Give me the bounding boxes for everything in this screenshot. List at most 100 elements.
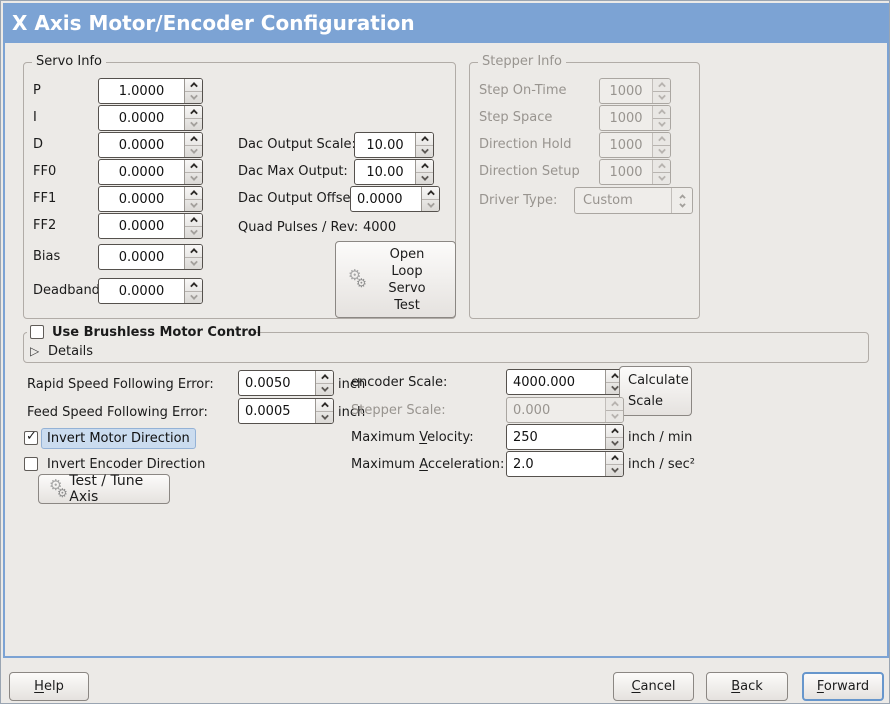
p-label: P — [33, 83, 41, 98]
rapid-following-error-value[interactable]: 0.0050 — [245, 375, 291, 391]
invert-encoder-direction-checkbox[interactable] — [24, 457, 38, 471]
forward-button[interactable]: Forward — [802, 672, 884, 701]
feed-following-error-spinbox[interactable]: 0.0005 — [238, 398, 334, 424]
spin-down-icon[interactable] — [185, 171, 202, 185]
dac-output-offset-spinbox[interactable]: 0.0000 — [350, 186, 440, 212]
spin-up-icon[interactable] — [422, 187, 439, 199]
invert-encoder-direction-label[interactable]: Invert Encoder Direction — [47, 457, 206, 472]
rapid-following-error-label: Rapid Speed Following Error: — [27, 377, 214, 392]
spin-down-icon[interactable] — [416, 171, 433, 185]
spin-down-icon[interactable] — [416, 144, 433, 158]
dac-scale-spin-buttons — [415, 133, 433, 157]
spin-down-icon[interactable] — [316, 410, 333, 424]
p-value[interactable]: 1.0000 — [118, 83, 165, 99]
ff1-value[interactable]: 0.0000 — [118, 191, 165, 207]
ff2-value[interactable]: 0.0000 — [118, 218, 165, 234]
calculate-scale-button[interactable]: Calculate Scale — [619, 366, 692, 416]
invert-motor-direction-checkbox[interactable] — [24, 429, 38, 445]
test-tune-axis-button[interactable]: ⚙⚙ Test / Tune Axis — [38, 473, 170, 505]
d-spinbox[interactable]: 0.0000 — [98, 132, 203, 158]
dac-output-offset-value[interactable]: 0.0000 — [357, 191, 403, 207]
spin-up-icon[interactable] — [185, 79, 202, 91]
use-brushless-checkbox[interactable] — [30, 325, 44, 339]
ff0-label: FF0 — [33, 164, 57, 179]
spin-down-icon[interactable] — [185, 290, 202, 304]
dac-output-scale-spinbox[interactable]: 10.00 — [354, 132, 434, 158]
spin-down-icon[interactable] — [606, 381, 623, 395]
d-value[interactable]: 0.0000 — [118, 137, 165, 153]
open-loop-button-label: Open Loop Servo Test — [388, 246, 426, 313]
spin-up-icon[interactable] — [185, 106, 202, 118]
spin-up-icon[interactable] — [185, 245, 202, 257]
maximum-velocity-spinbox[interactable]: 250 — [506, 424, 624, 450]
dac-max-output-spinbox[interactable]: 10.00 — [354, 159, 434, 185]
details-expander-label[interactable]: Details — [48, 344, 94, 359]
test-tune-axis-button-label: Test / Tune Axis — [69, 473, 144, 505]
spin-down-icon[interactable] — [185, 225, 202, 239]
spin-up-icon[interactable] — [185, 214, 202, 226]
dac-output-scale-value[interactable]: 10.00 — [366, 137, 404, 153]
ff0-value[interactable]: 0.0000 — [118, 164, 165, 180]
spin-up-icon[interactable] — [185, 279, 202, 291]
content-area — [3, 43, 889, 658]
dac-max-spin-buttons — [415, 160, 433, 184]
maximum-velocity-value[interactable]: 250 — [513, 429, 538, 445]
details-expander-icon[interactable]: ▷ — [30, 344, 40, 358]
i-spinbox[interactable]: 0.0000 — [98, 105, 203, 131]
spin-down-icon[interactable] — [185, 144, 202, 158]
spin-up-icon[interactable] — [606, 452, 623, 464]
spin-up-icon[interactable] — [416, 160, 433, 172]
spin-up-icon[interactable] — [316, 371, 333, 383]
maximum-acceleration-value[interactable]: 2.0 — [513, 456, 534, 472]
bias-value[interactable]: 0.0000 — [118, 249, 165, 265]
ff1-spinbox[interactable]: 0.0000 — [98, 186, 203, 212]
dac-max-output-label: Dac Max Output: — [238, 164, 348, 179]
d-spin-buttons — [184, 133, 202, 157]
feed-following-error-value[interactable]: 0.0005 — [245, 403, 291, 419]
rapid-following-error-spinbox[interactable]: 0.0050 — [238, 370, 334, 396]
spin-up-icon[interactable] — [185, 133, 202, 145]
invert-motor-direction-label[interactable]: Invert Motor Direction — [41, 428, 196, 449]
feed-following-error-unit: inch — [338, 405, 366, 420]
back-button[interactable]: Back — [706, 672, 788, 701]
deadband-value[interactable]: 0.0000 — [118, 283, 165, 299]
maximum-acceleration-spinbox[interactable]: 2.0 — [506, 451, 624, 477]
direction-setup-spinbox: 1000 — [599, 159, 671, 185]
spin-down-icon[interactable] — [422, 198, 439, 212]
ff2-spinbox[interactable]: 0.0000 — [98, 213, 203, 239]
help-button[interactable]: Help — [9, 672, 89, 701]
spin-buttons — [315, 371, 333, 395]
spin-down-icon — [606, 409, 623, 423]
encoder-scale-value[interactable]: 4000.000 — [513, 374, 576, 390]
spin-up-icon[interactable] — [185, 187, 202, 199]
p-spinbox[interactable]: 1.0000 — [98, 78, 203, 104]
spin-down-icon — [653, 171, 670, 185]
spin-down-icon[interactable] — [185, 198, 202, 212]
encoder-scale-spinbox[interactable]: 4000.000 — [506, 369, 624, 395]
ff0-spinbox[interactable]: 0.0000 — [98, 159, 203, 185]
maximum-velocity-unit: inch / min — [628, 430, 693, 445]
spin-down-icon[interactable] — [185, 117, 202, 131]
spin-up-icon[interactable] — [316, 399, 333, 411]
spin-down-icon[interactable] — [316, 382, 333, 396]
ff2-label: FF2 — [33, 218, 57, 233]
i-value[interactable]: 0.0000 — [118, 110, 165, 126]
spin-down-icon[interactable] — [606, 463, 623, 477]
spin-up-icon[interactable] — [606, 425, 623, 437]
step-space-label: Step Space — [479, 110, 553, 125]
cancel-button[interactable]: Cancel — [613, 672, 694, 701]
spin-down-icon[interactable] — [185, 90, 202, 104]
bias-spin-buttons — [184, 245, 202, 269]
open-loop-servo-test-button[interactable]: ⚙⚙ Open Loop Servo Test — [335, 241, 456, 318]
p-spin-buttons — [184, 79, 202, 103]
dac-max-output-value[interactable]: 10.00 — [366, 164, 404, 180]
spin-buttons — [605, 370, 623, 394]
spin-up-icon[interactable] — [416, 133, 433, 145]
spin-buttons — [652, 160, 670, 184]
spin-down-icon[interactable] — [606, 436, 623, 450]
deadband-spinbox[interactable]: 0.0000 — [98, 278, 203, 304]
bias-spinbox[interactable]: 0.0000 — [98, 244, 203, 270]
spin-up-icon[interactable] — [185, 160, 202, 172]
spin-down-icon[interactable] — [185, 256, 202, 270]
spin-buttons — [315, 399, 333, 423]
